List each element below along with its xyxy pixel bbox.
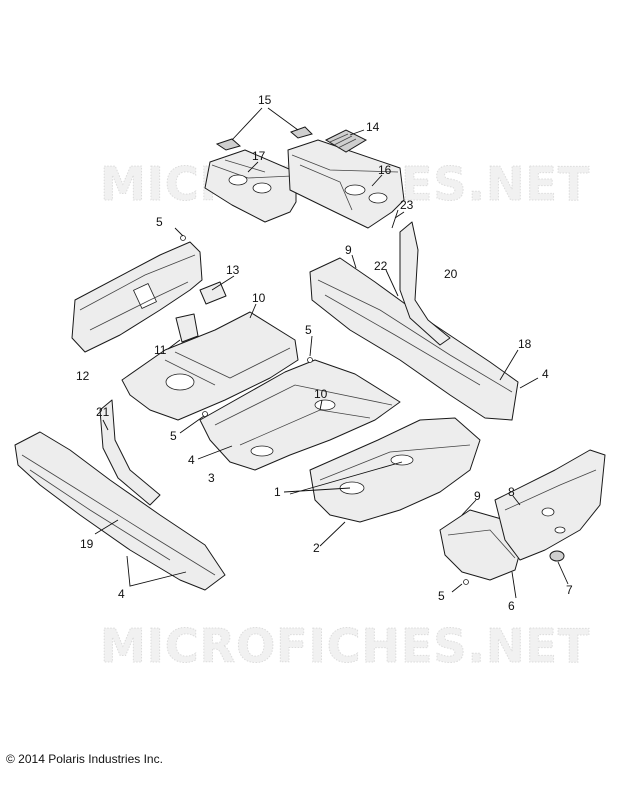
- part-13-label: [199, 281, 227, 305]
- part-12-dash-panel: [71, 241, 203, 353]
- callout-4-right: 4: [542, 367, 549, 381]
- callout-23: 23: [400, 198, 414, 212]
- callout-5-top: 5: [156, 215, 163, 229]
- part-11-cover: [175, 313, 199, 343]
- callout-4-bottom: 4: [118, 587, 125, 601]
- callout-2: 2: [313, 541, 320, 555]
- callout-9-top: 9: [345, 243, 352, 257]
- callout-7: 7: [566, 583, 573, 597]
- callout-labels: 15 14 17 16 23 5 13 10 11 12 5 9 22 20 1…: [76, 93, 573, 613]
- part-16-console: [287, 139, 405, 229]
- part-10-tray-upper: [121, 311, 299, 421]
- callout-13: 13: [226, 263, 240, 277]
- callout-3: 3: [208, 471, 215, 485]
- copyright-text: © 2014 Polaris Industries Inc.: [6, 752, 163, 766]
- fastener-5-d: [463, 579, 469, 585]
- fastener-5-c: [202, 411, 208, 417]
- callout-8: 8: [508, 485, 515, 499]
- callout-4-mid: 4: [188, 453, 195, 467]
- callout-5-mid: 5: [305, 323, 312, 337]
- callout-6: 6: [508, 599, 515, 613]
- callout-20: 20: [444, 267, 458, 281]
- part-15-knob-left: [215, 138, 242, 151]
- callout-1: 1: [274, 485, 281, 499]
- callout-5-left: 5: [170, 429, 177, 443]
- part-2-floor-pan-lower: [309, 417, 481, 523]
- callout-21: 21: [96, 405, 110, 419]
- callout-18: 18: [518, 337, 532, 351]
- callout-19: 19: [80, 537, 94, 551]
- part-17-console: [204, 149, 297, 223]
- callout-10-top: 10: [252, 291, 266, 305]
- callout-11: 11: [154, 343, 167, 357]
- part-15-knob-right: [290, 126, 313, 139]
- fastener-5-b: [307, 357, 313, 363]
- callout-22: 22: [374, 259, 388, 273]
- part-8-firewall: [494, 449, 606, 561]
- part-20-pillar: [399, 221, 451, 346]
- callout-10-mid: 10: [314, 387, 328, 401]
- part-18-side-rail-right: [309, 257, 519, 421]
- part-7-grommet: [549, 550, 565, 562]
- watermark-bottom: MICROFICHES.NET: [100, 619, 590, 673]
- callout-9-right: 9: [474, 489, 481, 503]
- fastener-5-a: [180, 235, 186, 241]
- callout-15: 15: [258, 93, 272, 107]
- part-19-side-rail-left: [14, 431, 226, 591]
- callout-17: 17: [252, 149, 266, 163]
- callout-16: 16: [378, 163, 392, 177]
- callout-5-bottom: 5: [438, 589, 445, 603]
- callout-12: 12: [76, 369, 90, 383]
- leader-lines: [94, 107, 569, 599]
- callout-14: 14: [366, 120, 380, 134]
- part-14-mat: [324, 129, 368, 153]
- part-21-pillar: [99, 399, 161, 506]
